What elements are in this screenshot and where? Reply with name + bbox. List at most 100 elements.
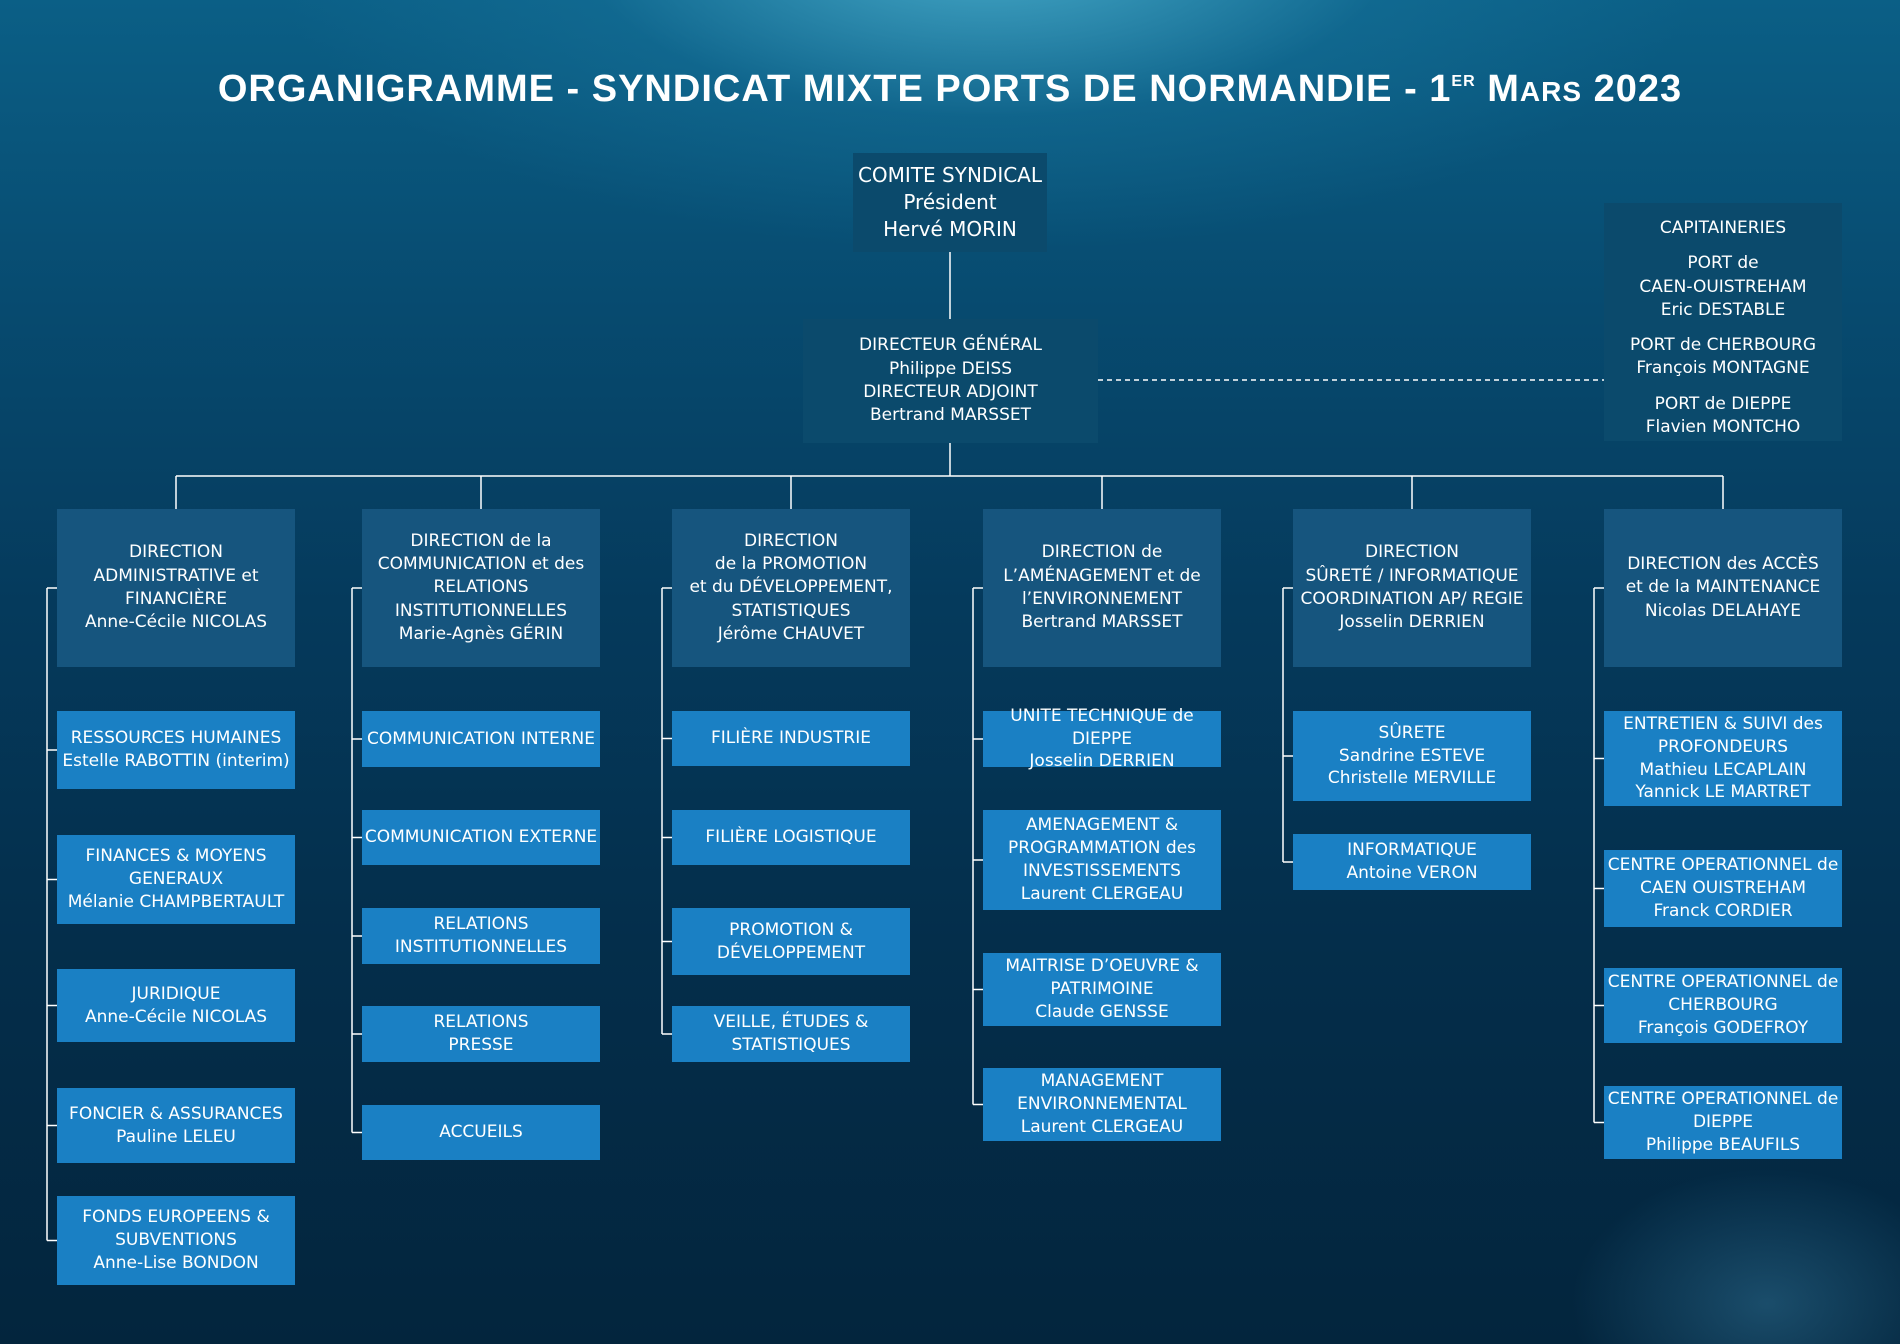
direction-box-line: FINANCIÈRE <box>124 589 228 609</box>
unit-box-line: Antoine VERON <box>1346 863 1478 883</box>
title-superscript: ER <box>1451 73 1476 90</box>
unit-box-line: SÛRETE <box>1378 722 1446 743</box>
unit-box-line: PROGRAMMATION des <box>1007 838 1197 859</box>
unit-box: COMMUNICATION EXTERNE <box>362 810 600 865</box>
direction-box-line: l’ENVIRONNEMENT <box>1021 589 1183 609</box>
unit-box-line: FILIÈRE LOGISTIQUE <box>705 827 877 848</box>
unit-box-line: Laurent CLERGEAU <box>1020 1116 1184 1137</box>
unit-box-line: FONCIER & ASSURANCES <box>69 1103 283 1124</box>
unit-box-line: CENTRE OPERATIONNEL de <box>1607 855 1839 876</box>
unit-box: VEILLE, ÉTUDES &STATISTIQUES <box>672 1006 910 1062</box>
title-text: ORGANIGRAMME - SYNDICAT MIXTE PORTS DE N… <box>217 68 1452 110</box>
unit-box-line: Pauline LELEU <box>116 1126 236 1147</box>
port-line: PORT de <box>1687 253 1759 274</box>
dg-person: Philippe DEISS <box>888 358 1013 379</box>
unit-box-line: STATISTIQUES <box>731 1035 851 1055</box>
unit-box-line: MAITRISE D’OEUVRE & <box>1005 956 1199 977</box>
unit-box-line: ENTRETIEN & SUIVI des <box>1623 713 1823 734</box>
direction-box-line: DIRECTION de la <box>410 530 552 551</box>
direction-box-line: et de la MAINTENANCE <box>1625 577 1821 598</box>
direction-box-line: STATISTIQUES <box>731 600 851 621</box>
unit-box-line: CAEN OUISTREHAM <box>1639 878 1806 899</box>
unit-box: PROMOTION &DÉVELOPPEMENT <box>672 908 910 975</box>
unit-box-line: RELATIONS <box>433 1012 529 1033</box>
direction-box-line: L’AMÉNAGEMENT et de <box>1003 565 1201 586</box>
unit-box: ACCUEILS <box>362 1105 600 1160</box>
unit-box-line: COMMUNICATION EXTERNE <box>364 827 598 848</box>
unit-box-line: François GODEFROY <box>1637 1017 1809 1038</box>
port-line: François MONTAGNE <box>1636 358 1810 379</box>
unit-box-line: UNITE TECHNIQUE de DIEPPE <box>1010 705 1194 749</box>
unit-box-line: Mélanie CHAMPBERTAULT <box>67 891 285 912</box>
unit-box-line: ACCUEILS <box>439 1122 523 1143</box>
unit-box: FILIÈRE INDUSTRIE <box>672 711 910 766</box>
unit-box-line: Sandrine ESTEVE <box>1338 745 1486 766</box>
unit-box-line: INVESTISSEMENTS <box>1023 861 1181 881</box>
direction-box-line: RELATIONS <box>433 577 529 598</box>
unit-box-line: Claude GENSSE <box>1035 1001 1169 1022</box>
unit-box-line: Anne-Cécile NICOLAS <box>84 1006 268 1027</box>
port-line: PORT de DIEPPE <box>1654 393 1792 414</box>
direction-box-line: COMMUNICATION et des <box>377 554 585 575</box>
comite-person: Hervé MORIN <box>883 217 1017 241</box>
direction-box-line: COORDINATION AP/ REGIE <box>1300 589 1524 609</box>
direction-box-line: DIRECTION <box>128 542 224 563</box>
unit-box-line: PATRIMOINE <box>1050 979 1154 1000</box>
direction-box-line: DIRECTION <box>743 530 839 551</box>
unit-box-line: Franck CORDIER <box>1653 900 1793 921</box>
unit-box-line: RELATIONS <box>433 914 529 935</box>
unit-box-line: FONDS EUROPEENS & <box>82 1207 270 1228</box>
direction-box-line: DIRECTION <box>1364 542 1460 563</box>
unit-box-line: JURIDIQUE <box>131 983 221 1004</box>
direction-box-line: Nicolas DELAHAYE <box>1644 600 1802 621</box>
port-line: Flavien MONTCHO <box>1645 416 1801 437</box>
comite-role: Président <box>903 190 997 214</box>
unit-box-line: CENTRE OPERATIONNEL de <box>1607 1089 1839 1110</box>
unit-box-line: CENTRE OPERATIONNEL de <box>1607 972 1839 993</box>
unit-box-line: PROFONDEURS <box>1657 736 1789 757</box>
unit-box-line: GENERAUX <box>128 869 224 890</box>
direction-box-line: DIRECTION des ACCÈS <box>1627 554 1819 575</box>
title-year: 2023 <box>1593 68 1683 110</box>
unit-box-line: DÉVELOPPEMENT <box>716 942 866 963</box>
unit-box-line: Mathieu LECAPLAIN <box>1639 759 1807 780</box>
unit-box-line: FILIÈRE INDUSTRIE <box>711 728 871 749</box>
comite-title: COMITE SYNDICAL <box>857 163 1043 187</box>
unit-box-line: CHERBOURG <box>1668 995 1778 1016</box>
port-line: PORT de CHERBOURG <box>1629 335 1817 356</box>
unit-box-line: ENVIRONNEMENTAL <box>1017 1094 1187 1115</box>
direction-box-line: DIRECTION de <box>1041 542 1163 563</box>
unit-box-line: DIEPPE <box>1692 1112 1754 1133</box>
unit-box-line: INSTITUTIONNELLES <box>394 937 568 957</box>
unit-box-line: AMENAGEMENT & <box>1025 815 1179 836</box>
unit-box-line: SUBVENTIONS <box>115 1230 237 1251</box>
unit-box-line: VEILLE, ÉTUDES & <box>713 1012 869 1033</box>
unit-box-line: FINANCES & MOYENS <box>85 846 267 867</box>
direction-box-line: Jérôme CHAUVET <box>717 623 865 644</box>
directeur-general-box: DIRECTEUR GÉNÉRAL Philippe DEISS DIRECTE… <box>803 319 1098 443</box>
direction-box-line: de la PROMOTION <box>714 554 868 575</box>
unit-box-line: Philippe BEAUFILS <box>1645 1134 1801 1155</box>
direction-box-line: Bertrand MARSSET <box>1021 612 1183 633</box>
direction-box-line: Anne-Cécile NICOLAS <box>84 612 268 633</box>
unit-box-line: Anne-Lise BONDON <box>93 1252 259 1273</box>
unit-box-line: INFORMATIQUE <box>1347 840 1477 861</box>
